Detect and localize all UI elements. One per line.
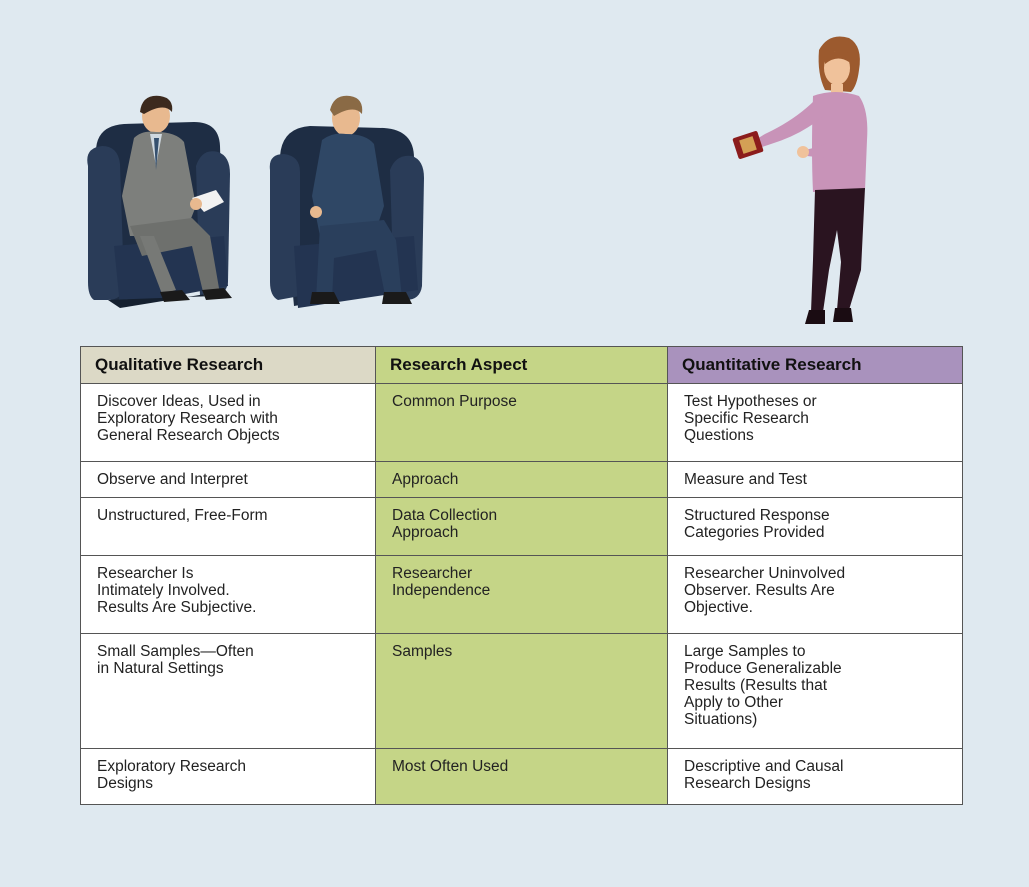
table-row: Unstructured, Free-Form Data Collection … [80,497,963,556]
quantitative-cell: Structured Response Categories Provided [667,497,963,556]
left-man [122,95,232,302]
quantitative-cell: Test Hypotheses or Specific Research Que… [667,383,963,462]
header-research-aspect: Research Aspect [375,346,668,384]
aspect-cell: Researcher Independence [375,555,668,634]
aspect-cell: Common Purpose [375,383,668,462]
aspect-cell: Approach [375,461,668,498]
header-qualitative: Qualitative Research [80,346,376,384]
qualitative-cell: Exploratory Research Designs [80,748,376,805]
quantitative-cell: Large Samples to Produce Generalizable R… [667,633,963,749]
quantitative-cell: Measure and Test [667,461,963,498]
qualitative-cell: Observe and Interpret [80,461,376,498]
header-quantitative: Quantitative Research [667,346,963,384]
table-row: Researcher Is Intimately Involved. Resul… [80,555,963,634]
right-man [310,95,412,304]
table-row: Small Samples—Often in Natural Settings … [80,633,963,749]
table-row: Exploratory Research Designs Most Often … [80,748,963,805]
quantitative-cell: Descriptive and Causal Research Designs [667,748,963,805]
comparison-table: Qualitative Research Research Aspect Qua… [80,346,963,805]
presenter-woman [732,36,868,324]
aspect-cell: Most Often Used [375,748,668,805]
quantitative-cell: Researcher Uninvolved Observer. Results … [667,555,963,634]
qualitative-cell: Researcher Is Intimately Involved. Resul… [80,555,376,634]
header-row: Qualitative Research Research Aspect Qua… [80,346,963,384]
interview-scene-icon [87,95,424,308]
qualitative-cell: Discover Ideas, Used in Exploratory Rese… [80,383,376,462]
table-row: Discover Ideas, Used in Exploratory Rese… [80,383,963,462]
aspect-cell: Data Collection Approach [375,497,668,556]
table-row: Observe and Interpret Approach Measure a… [80,461,963,498]
aspect-cell: Samples [375,633,668,749]
presenter-woman-icon [732,36,868,324]
qualitative-cell: Unstructured, Free-Form [80,497,376,556]
qualitative-cell: Small Samples—Often in Natural Settings [80,633,376,749]
